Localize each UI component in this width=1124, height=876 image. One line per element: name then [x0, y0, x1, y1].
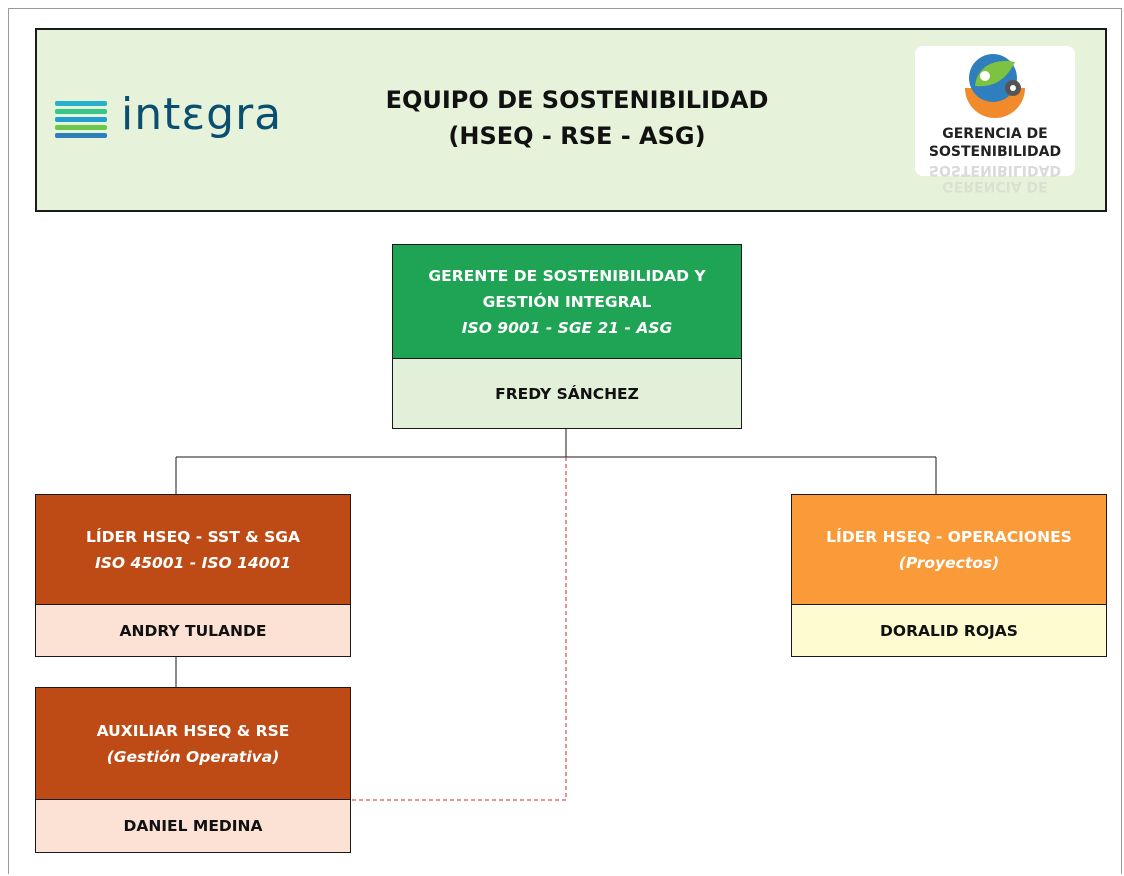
manager-subtitle: ISO 9001 - SGE 21 - ASG — [461, 318, 673, 337]
manager-name-box: FREDY SÁNCHEZ — [392, 358, 742, 429]
auxiliary-role-box: AUXILIAR HSEQ & RSE (Gestión Operativa) — [35, 687, 351, 800]
leader-ops-subtitle: (Proyectos) — [898, 553, 1000, 572]
connector-dashed-manager-aux — [350, 457, 567, 801]
auxiliary-title: AUXILIAR HSEQ & RSE — [96, 721, 290, 740]
manager-role-box: GERENTE DE SOSTENIBILIDAD Y GESTIÓN INTE… — [392, 244, 742, 359]
auxiliary-name-box: DANIEL MEDINA — [35, 799, 351, 853]
manager-title-line1: GERENTE DE SOSTENIBILIDAD Y — [428, 266, 706, 285]
integra-logo: intεgra — [55, 89, 305, 145]
gerencia-badge: GERENCIA DE SOSTENIBILIDAD SOSTENIBILIDA… — [915, 46, 1075, 214]
auxiliary-name: DANIEL MEDINA — [123, 817, 263, 835]
leader-sst-subtitle: ISO 45001 - ISO 14001 — [94, 553, 292, 572]
badge-text-line2: SOSTENIBILIDAD — [928, 144, 1062, 160]
sustainability-leaf-gear-icon — [965, 54, 1025, 118]
manager-title-line2: GESTIÓN INTEGRAL — [482, 292, 652, 311]
page-title-line2: (HSEQ - RSE - ASG) — [448, 122, 706, 150]
page-frame — [8, 8, 1122, 874]
badge-text-line1: GERENCIA DE — [942, 126, 1048, 142]
page-title-line1: EQUIPO DE SOSTENIBILIDAD — [385, 86, 769, 114]
leader-ops-name: DORALID ROJAS — [880, 621, 1018, 640]
leader-ops-name-box: DORALID ROJAS — [791, 604, 1107, 657]
leader-sst-name-box: ANDRY TULANDE — [35, 604, 351, 657]
leader-ops-role-box: LÍDER HSEQ - OPERACIONES (Proyectos) — [791, 494, 1107, 605]
integra-logo-text: intεgra — [121, 89, 283, 140]
integra-stripes-icon — [55, 101, 107, 138]
leader-sst-role-box: LÍDER HSEQ - SST & SGA ISO 45001 - ISO 1… — [35, 494, 351, 605]
leader-ops-title: LÍDER HSEQ - OPERACIONES — [826, 527, 1072, 546]
manager-name: FREDY SÁNCHEZ — [495, 384, 639, 403]
page-title: EQUIPO DE SOSTENIBILIDAD (HSEQ - RSE - A… — [337, 82, 817, 154]
header-banner: intεgra EQUIPO DE SOSTENIBILIDAD (HSEQ -… — [35, 28, 1107, 212]
auxiliary-subtitle: (Gestión Operativa) — [106, 747, 280, 766]
leader-sst-name: ANDRY TULANDE — [119, 621, 267, 640]
leader-sst-title: LÍDER HSEQ - SST & SGA — [86, 527, 300, 546]
